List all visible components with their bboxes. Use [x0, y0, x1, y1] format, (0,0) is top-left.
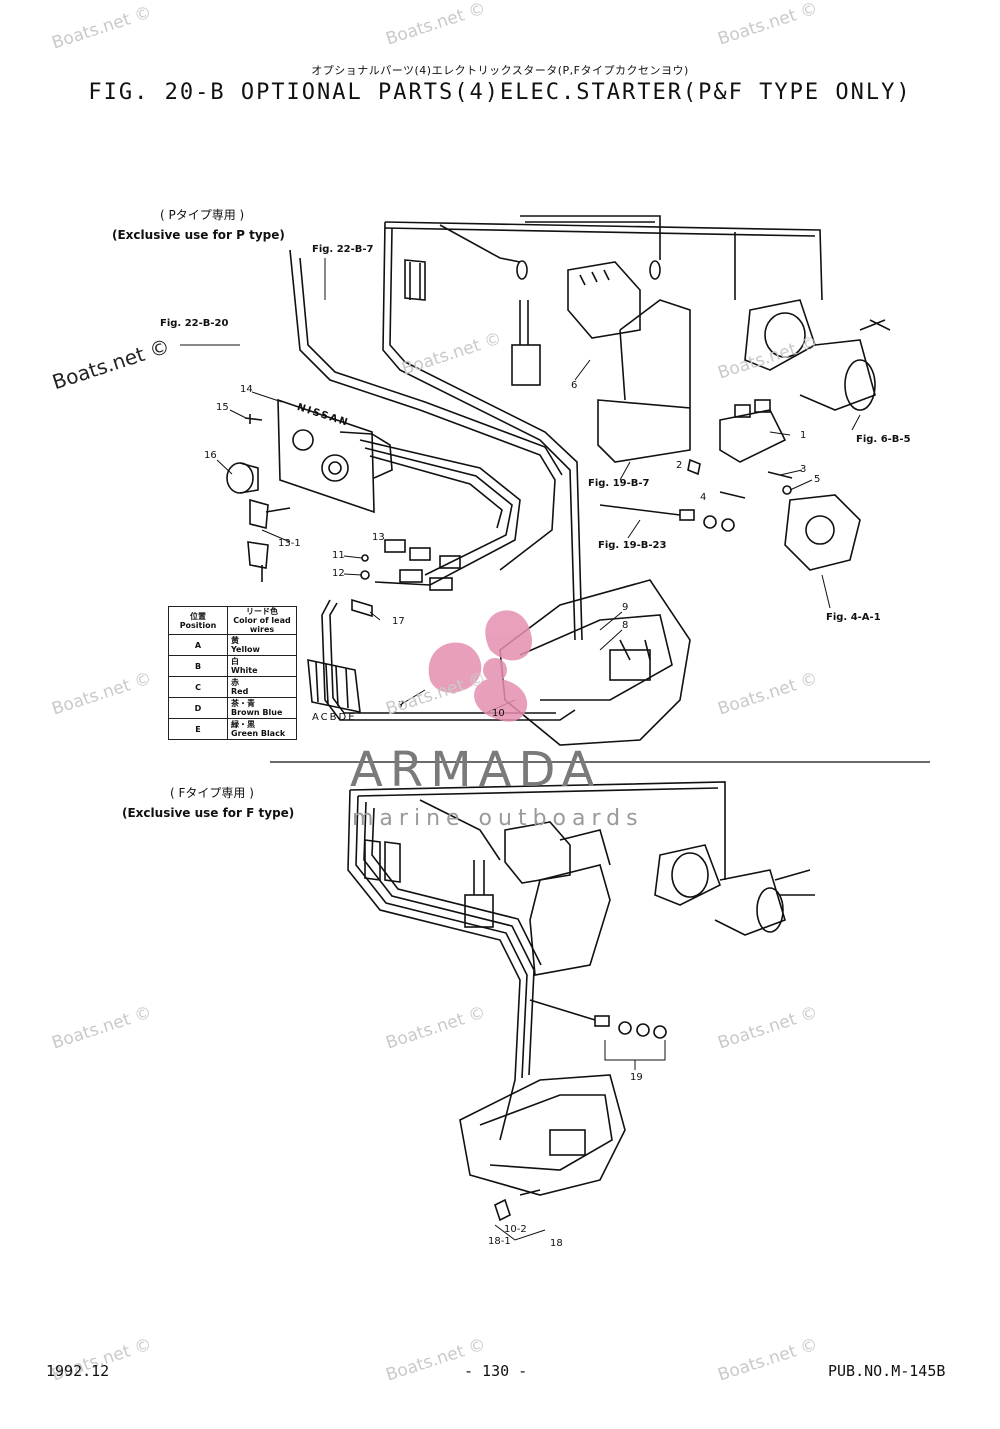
callout-9: 9: [622, 602, 629, 613]
harness-f-top: [349, 781, 726, 880]
footer-publication-number: PUB.NO.M-145B: [828, 1362, 946, 1380]
engine-base-f: [459, 1074, 626, 1196]
f-type-japanese-label: ( Fタイプ専用 ): [170, 786, 254, 800]
callout-18: 18: [550, 1238, 563, 1249]
ref-fig-19-b-7: Fig. 19-B-7: [588, 478, 650, 489]
callout-14: 14: [240, 384, 253, 395]
callout-4: 4: [700, 492, 707, 503]
armada-logo-icon: [428, 610, 532, 722]
rectifier: [307, 658, 361, 714]
callout-10-2: 10-2: [504, 1224, 527, 1235]
armada-logo-subtext: marine outboards: [352, 806, 644, 831]
ref-fig-4-a-1: Fig. 4-A-1: [826, 612, 881, 623]
footer-page-number: - 130 -: [464, 1362, 528, 1380]
p-type-label: (Exclusive use for P type): [112, 228, 285, 242]
starter-motor: [744, 299, 816, 371]
callout-6: 6: [571, 380, 578, 391]
callout-11: 11: [332, 550, 345, 561]
f-type-label: (Exclusive use for F type): [122, 806, 295, 820]
harness-lower-loop: [321, 599, 576, 721]
callout-15: 15: [216, 402, 229, 413]
callout-18-1: 18-1: [488, 1236, 511, 1247]
callout-12: 12: [332, 568, 345, 579]
callout-3: 3: [800, 464, 807, 475]
callout-19: 19: [630, 1072, 643, 1083]
footer-date: 1992.12: [46, 1362, 110, 1380]
switch-panel: [277, 398, 375, 514]
callout-13: 13: [372, 532, 385, 543]
p-type-japanese-label: ( Pタイプ専用 ): [160, 208, 245, 222]
callout-17: 17: [392, 616, 405, 627]
callout-10: 10: [492, 708, 505, 719]
callout-7: 7: [398, 700, 405, 711]
harness-top-run: [384, 221, 823, 301]
connector-letters: ACBDE: [312, 712, 357, 723]
callout-1: 1: [800, 430, 807, 441]
armada-logo-text: ARMADA: [350, 742, 602, 798]
starter-bracket: [597, 399, 691, 463]
ref-fig-22-b-7: Fig. 22-B-7: [312, 244, 374, 255]
callout-8: 8: [622, 620, 629, 631]
japanese-title: オプショナルパーツ(4)エレクトリックスタータ(P,Fタイプカクセンヨウ): [311, 64, 689, 77]
ref-fig-6-b-5: Fig. 6-B-5: [856, 434, 911, 445]
figure-title: FIG. 20-B OPTIONAL PARTS(4)ELEC.STARTER(…: [88, 80, 912, 105]
ref-fig-22-b-20: Fig. 22-B-20: [160, 318, 229, 329]
starter-relay: [719, 409, 787, 463]
callout-5: 5: [814, 474, 821, 485]
callout-16: 16: [204, 450, 217, 461]
starter-motor-f: [654, 844, 722, 906]
callout-13-1: 13-1: [278, 538, 301, 549]
engine-base-p: [499, 579, 691, 746]
callout-2: 2: [676, 460, 683, 471]
ref-fig-19-b-23: Fig. 19-B-23: [598, 540, 667, 551]
